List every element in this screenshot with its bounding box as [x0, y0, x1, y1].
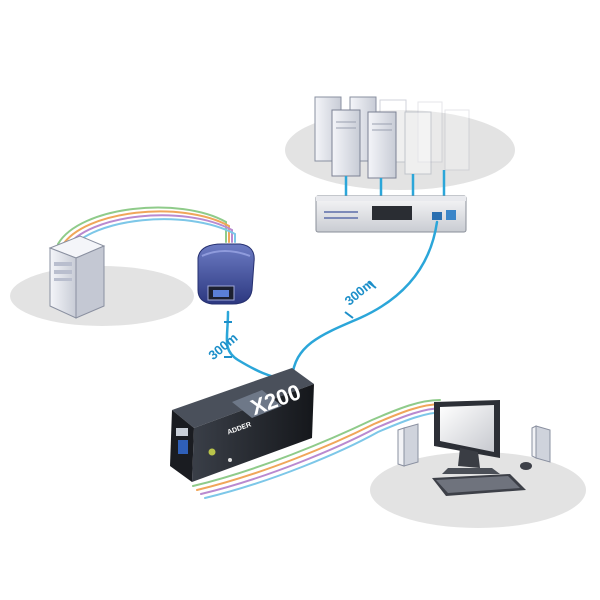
distance-switch-marker [344, 281, 377, 319]
bundle-extender-workstation [192, 399, 447, 499]
cat-cables [225, 220, 439, 382]
cable-switch-to-extender [290, 220, 439, 380]
cable-dongle-to-extender [225, 310, 288, 382]
speaker-icon [531, 425, 551, 463]
speaker-icon [397, 423, 419, 467]
tower-pc-icon [48, 235, 106, 319]
bundle-pc-dongle [57, 206, 236, 251]
mouse-icon [520, 462, 532, 470]
rack-switch-icon [315, 195, 467, 233]
desktop-monitor-icon [434, 400, 500, 474]
extender-unit-icon: X200 ADDER [170, 368, 314, 482]
keyboard-icon [432, 474, 526, 496]
distance-receiver-marker [224, 321, 232, 358]
server-stack-icon [314, 96, 470, 200]
distance-label-switch: 300m [342, 276, 377, 309]
usb-dongle-icon [197, 243, 255, 305]
